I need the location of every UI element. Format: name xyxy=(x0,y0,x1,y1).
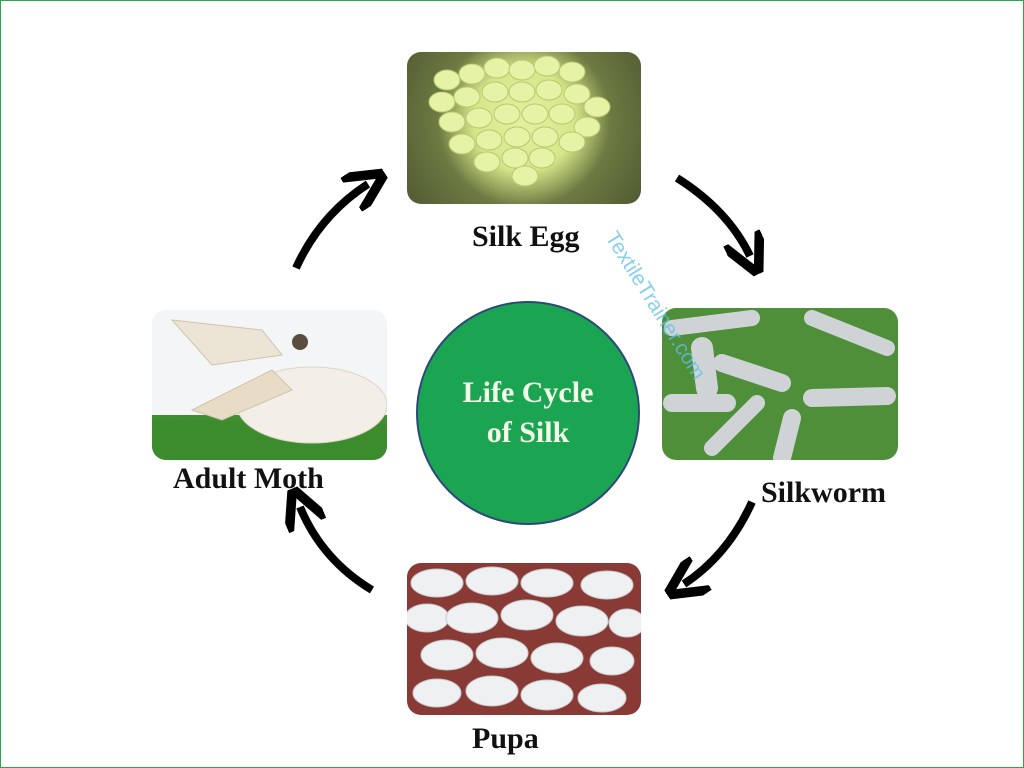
pupa-image xyxy=(407,563,641,715)
center-title-circle: Life Cycle of Silk xyxy=(416,301,640,525)
stage-label-silk-egg: Silk Egg xyxy=(472,220,580,253)
arrow-moth-to-egg xyxy=(292,184,368,270)
stage-label-pupa: Pupa xyxy=(472,722,539,755)
adult-moth-image xyxy=(152,310,387,460)
arrow-egg-to-silkworm xyxy=(674,174,750,256)
arrow-pupa-to-moth xyxy=(300,507,375,594)
arrow-silkworm-to-pupa xyxy=(684,500,756,584)
stage-label-silkworm: Silkworm xyxy=(761,476,887,509)
stage-label-adult-moth: Adult Moth xyxy=(173,462,324,495)
silkworm-image xyxy=(662,308,898,460)
silk-egg-image xyxy=(407,52,641,204)
center-title: Life Cycle of Silk xyxy=(462,376,594,449)
